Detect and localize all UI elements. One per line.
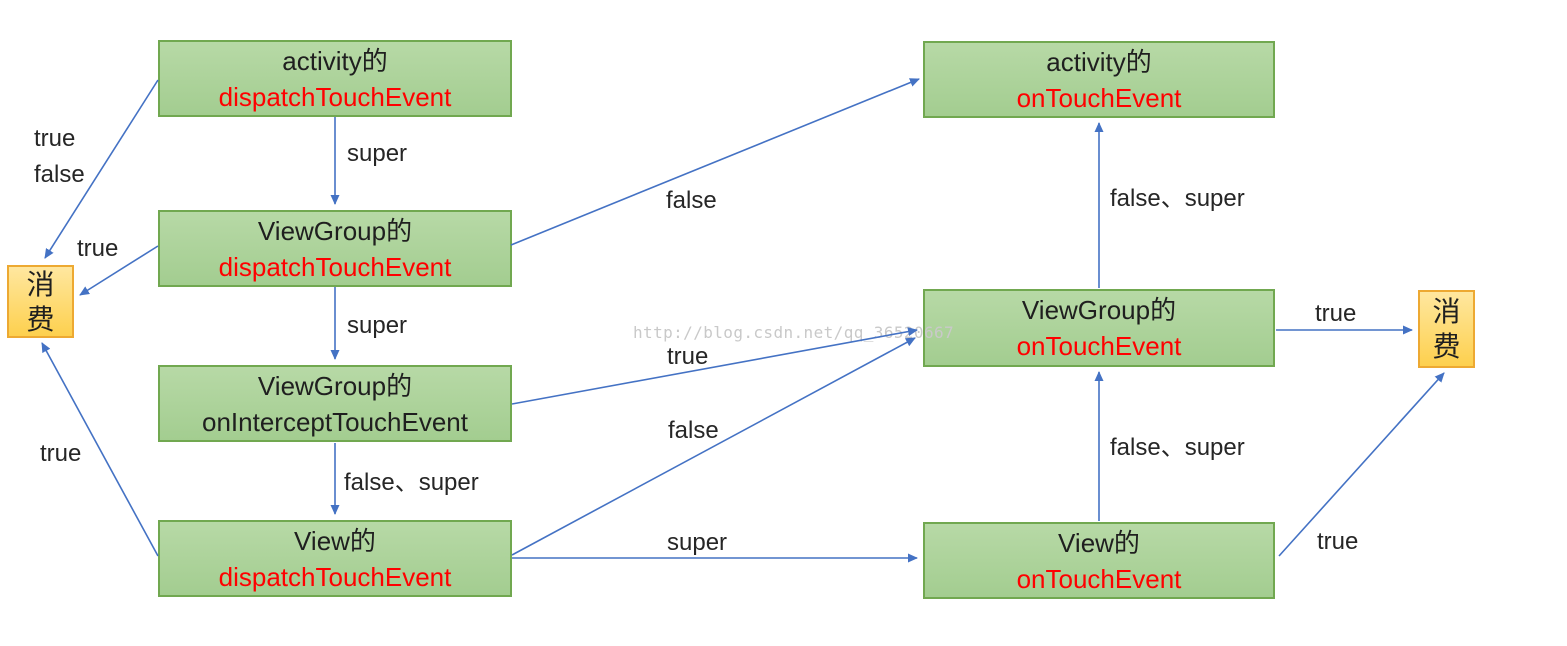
node-owner-label: activity的 bbox=[282, 45, 388, 76]
edge-label-true: true bbox=[77, 235, 119, 262]
node-method-label: dispatchTouchEvent bbox=[218, 251, 452, 282]
edge-label-false-super: false、super bbox=[1110, 434, 1245, 461]
consume-char: 消 bbox=[1432, 296, 1461, 327]
edge-label-super: super bbox=[347, 140, 408, 167]
edge-label-false-super: false、super bbox=[1110, 185, 1245, 212]
edge-label-true-false: true false bbox=[34, 121, 85, 193]
node-activity-ontouchevent: activity的 onTouchEvent bbox=[923, 41, 1275, 118]
edge-label-line: false bbox=[34, 161, 85, 188]
arrow-view-dispatch-to-viewgroup-ontouch bbox=[511, 337, 916, 556]
edge-label-super: super bbox=[667, 529, 728, 556]
consume-char: 费 bbox=[1432, 331, 1461, 362]
node-viewgroup-ontouchevent: ViewGroup的 onTouchEvent bbox=[923, 289, 1275, 367]
node-viewgroup-onintercepttouchevent: ViewGroup的 onInterceptTouchEvent bbox=[158, 365, 512, 442]
arrow-view-ontouch-to-consume bbox=[1278, 372, 1445, 557]
node-view-dispatchtouchevent: View的 dispatchTouchEvent bbox=[158, 520, 512, 597]
node-owner-label: ViewGroup的 bbox=[257, 370, 413, 401]
consume-char: 消 bbox=[26, 268, 55, 300]
edge-label-false-super: false、super bbox=[344, 469, 479, 496]
watermark-text: http://blog.csdn.net/qq_36520667 bbox=[633, 323, 955, 342]
node-owner-label: View的 bbox=[1058, 527, 1140, 558]
edge-label-false: false bbox=[666, 187, 717, 214]
node-owner-label: View的 bbox=[294, 525, 376, 556]
node-consume-right: 消 费 bbox=[1418, 290, 1475, 368]
edge-label-true: true bbox=[1317, 528, 1359, 555]
node-method-label: onInterceptTouchEvent bbox=[202, 406, 468, 437]
node-owner-label: ViewGroup的 bbox=[257, 215, 413, 246]
node-method-label: dispatchTouchEvent bbox=[218, 81, 452, 112]
node-method-label: onTouchEvent bbox=[1016, 563, 1182, 594]
edge-label-true: true bbox=[667, 343, 709, 370]
edge-label-false: false bbox=[668, 417, 719, 444]
node-owner-label: activity的 bbox=[1046, 46, 1152, 77]
node-view-ontouchevent: View的 onTouchEvent bbox=[923, 522, 1275, 599]
node-activity-dispatchtouchevent: activity的 dispatchTouchEvent bbox=[158, 40, 512, 117]
node-viewgroup-dispatchtouchevent: ViewGroup的 dispatchTouchEvent bbox=[158, 210, 512, 287]
node-consume-left: 消 费 bbox=[7, 265, 74, 338]
node-method-label: onTouchEvent bbox=[1016, 331, 1182, 361]
consume-char: 费 bbox=[26, 303, 55, 335]
node-method-label: dispatchTouchEvent bbox=[218, 561, 452, 592]
arrow-viewgroup-dispatch-to-activity-ontouch bbox=[510, 78, 920, 246]
edge-label-true: true bbox=[40, 440, 82, 467]
edge-label-super: super bbox=[347, 312, 408, 339]
edge-label-line: true bbox=[34, 125, 76, 152]
edge-label-true: true bbox=[1315, 300, 1357, 327]
node-owner-label: ViewGroup的 bbox=[1021, 295, 1177, 325]
node-method-label: onTouchEvent bbox=[1016, 82, 1182, 113]
